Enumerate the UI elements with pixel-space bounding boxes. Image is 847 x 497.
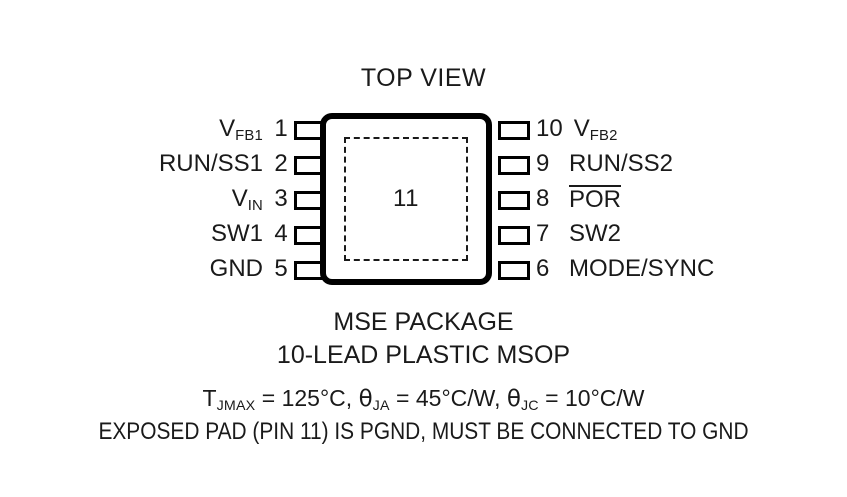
pin-number-3: 3 [274,184,288,212]
pin-label-row-5: GND 5 [209,254,288,282]
pin-name-2: RUN/SS1 [158,149,263,177]
pin-name-3: VIN [231,184,263,214]
pin-number-9: 9 [536,149,550,177]
exposed-pad-note: EXPOSED PAD (PIN 11) IS PGND, MUST BE CO… [98,418,749,445]
pin-number-6: 6 [536,254,550,282]
lead-pin-8 [498,191,530,210]
pin-label-row-9: 9 RUN/SS2 [536,149,674,177]
pin-name-4: SW1 [210,219,263,247]
pin-label-row-8: 8 POR [536,184,622,212]
lead-pin-7 [498,226,530,245]
tjmax-symbol: T [202,385,217,411]
pin-number-10: 10 [536,114,563,142]
pin-label-row-4: SW1 4 [210,219,288,247]
top-view-title: TOP VIEW [360,64,487,92]
theta-ja-subscript: JA [372,397,390,414]
thermal-specs-caption: TJMAX = 125°C, θJA = 45°C/W, θJC = 10°C/… [0,385,847,414]
pin-number-7: 7 [536,219,550,247]
package-body-outline: 11 [320,113,492,285]
pin-label-row-7: 7 SW2 [536,219,622,247]
pin-number-4: 4 [274,219,288,247]
pin-number-5: 5 [274,254,288,282]
theta-jc-value: = 10°C/W [538,385,645,411]
package-name-caption: MSE PACKAGE [333,308,514,336]
pin-label-row-3: VIN 3 [231,184,288,214]
lead-pin-6 [498,261,530,280]
pin-label-row-10: 10 VFB2 [536,114,618,144]
pin-name-8: POR [569,185,622,213]
active-low-overline: POR [569,185,622,213]
pin-number-2: 2 [274,149,288,177]
tjmax-subscript: JMAX [216,397,256,414]
theta-ja-symbol: θ [358,386,373,412]
tjmax-value: = 125°C, [255,385,359,411]
lead-pin-9 [498,156,530,175]
package-description-caption: 10-LEAD PLASTIC MSOP [276,341,571,369]
pin-label-row-2: RUN/SS1 2 [158,149,288,177]
lead-pin-10 [498,121,530,140]
pin-name-1: VFB1 [219,114,263,144]
theta-jc-symbol: θ [506,386,521,412]
pin-name-7: SW2 [569,219,622,247]
pin-number-1: 1 [274,114,288,142]
pin-label-row-6: 6 MODE/SYNC [536,254,715,282]
theta-jc-subscript: JC [520,397,539,414]
pin-name-5: GND [209,254,263,282]
pin-name-9: RUN/SS2 [569,149,674,177]
exposed-pad-number: 11 [393,185,419,212]
pin-name-10: VFB2 [573,114,618,144]
pin-name-6: MODE/SYNC [569,254,715,282]
pin-number-8: 8 [536,184,550,212]
pin-label-row-1: VFB1 1 [219,114,288,144]
theta-ja-value: = 45°C/W, [389,385,507,411]
exposed-pad-outline: 11 [344,137,468,261]
